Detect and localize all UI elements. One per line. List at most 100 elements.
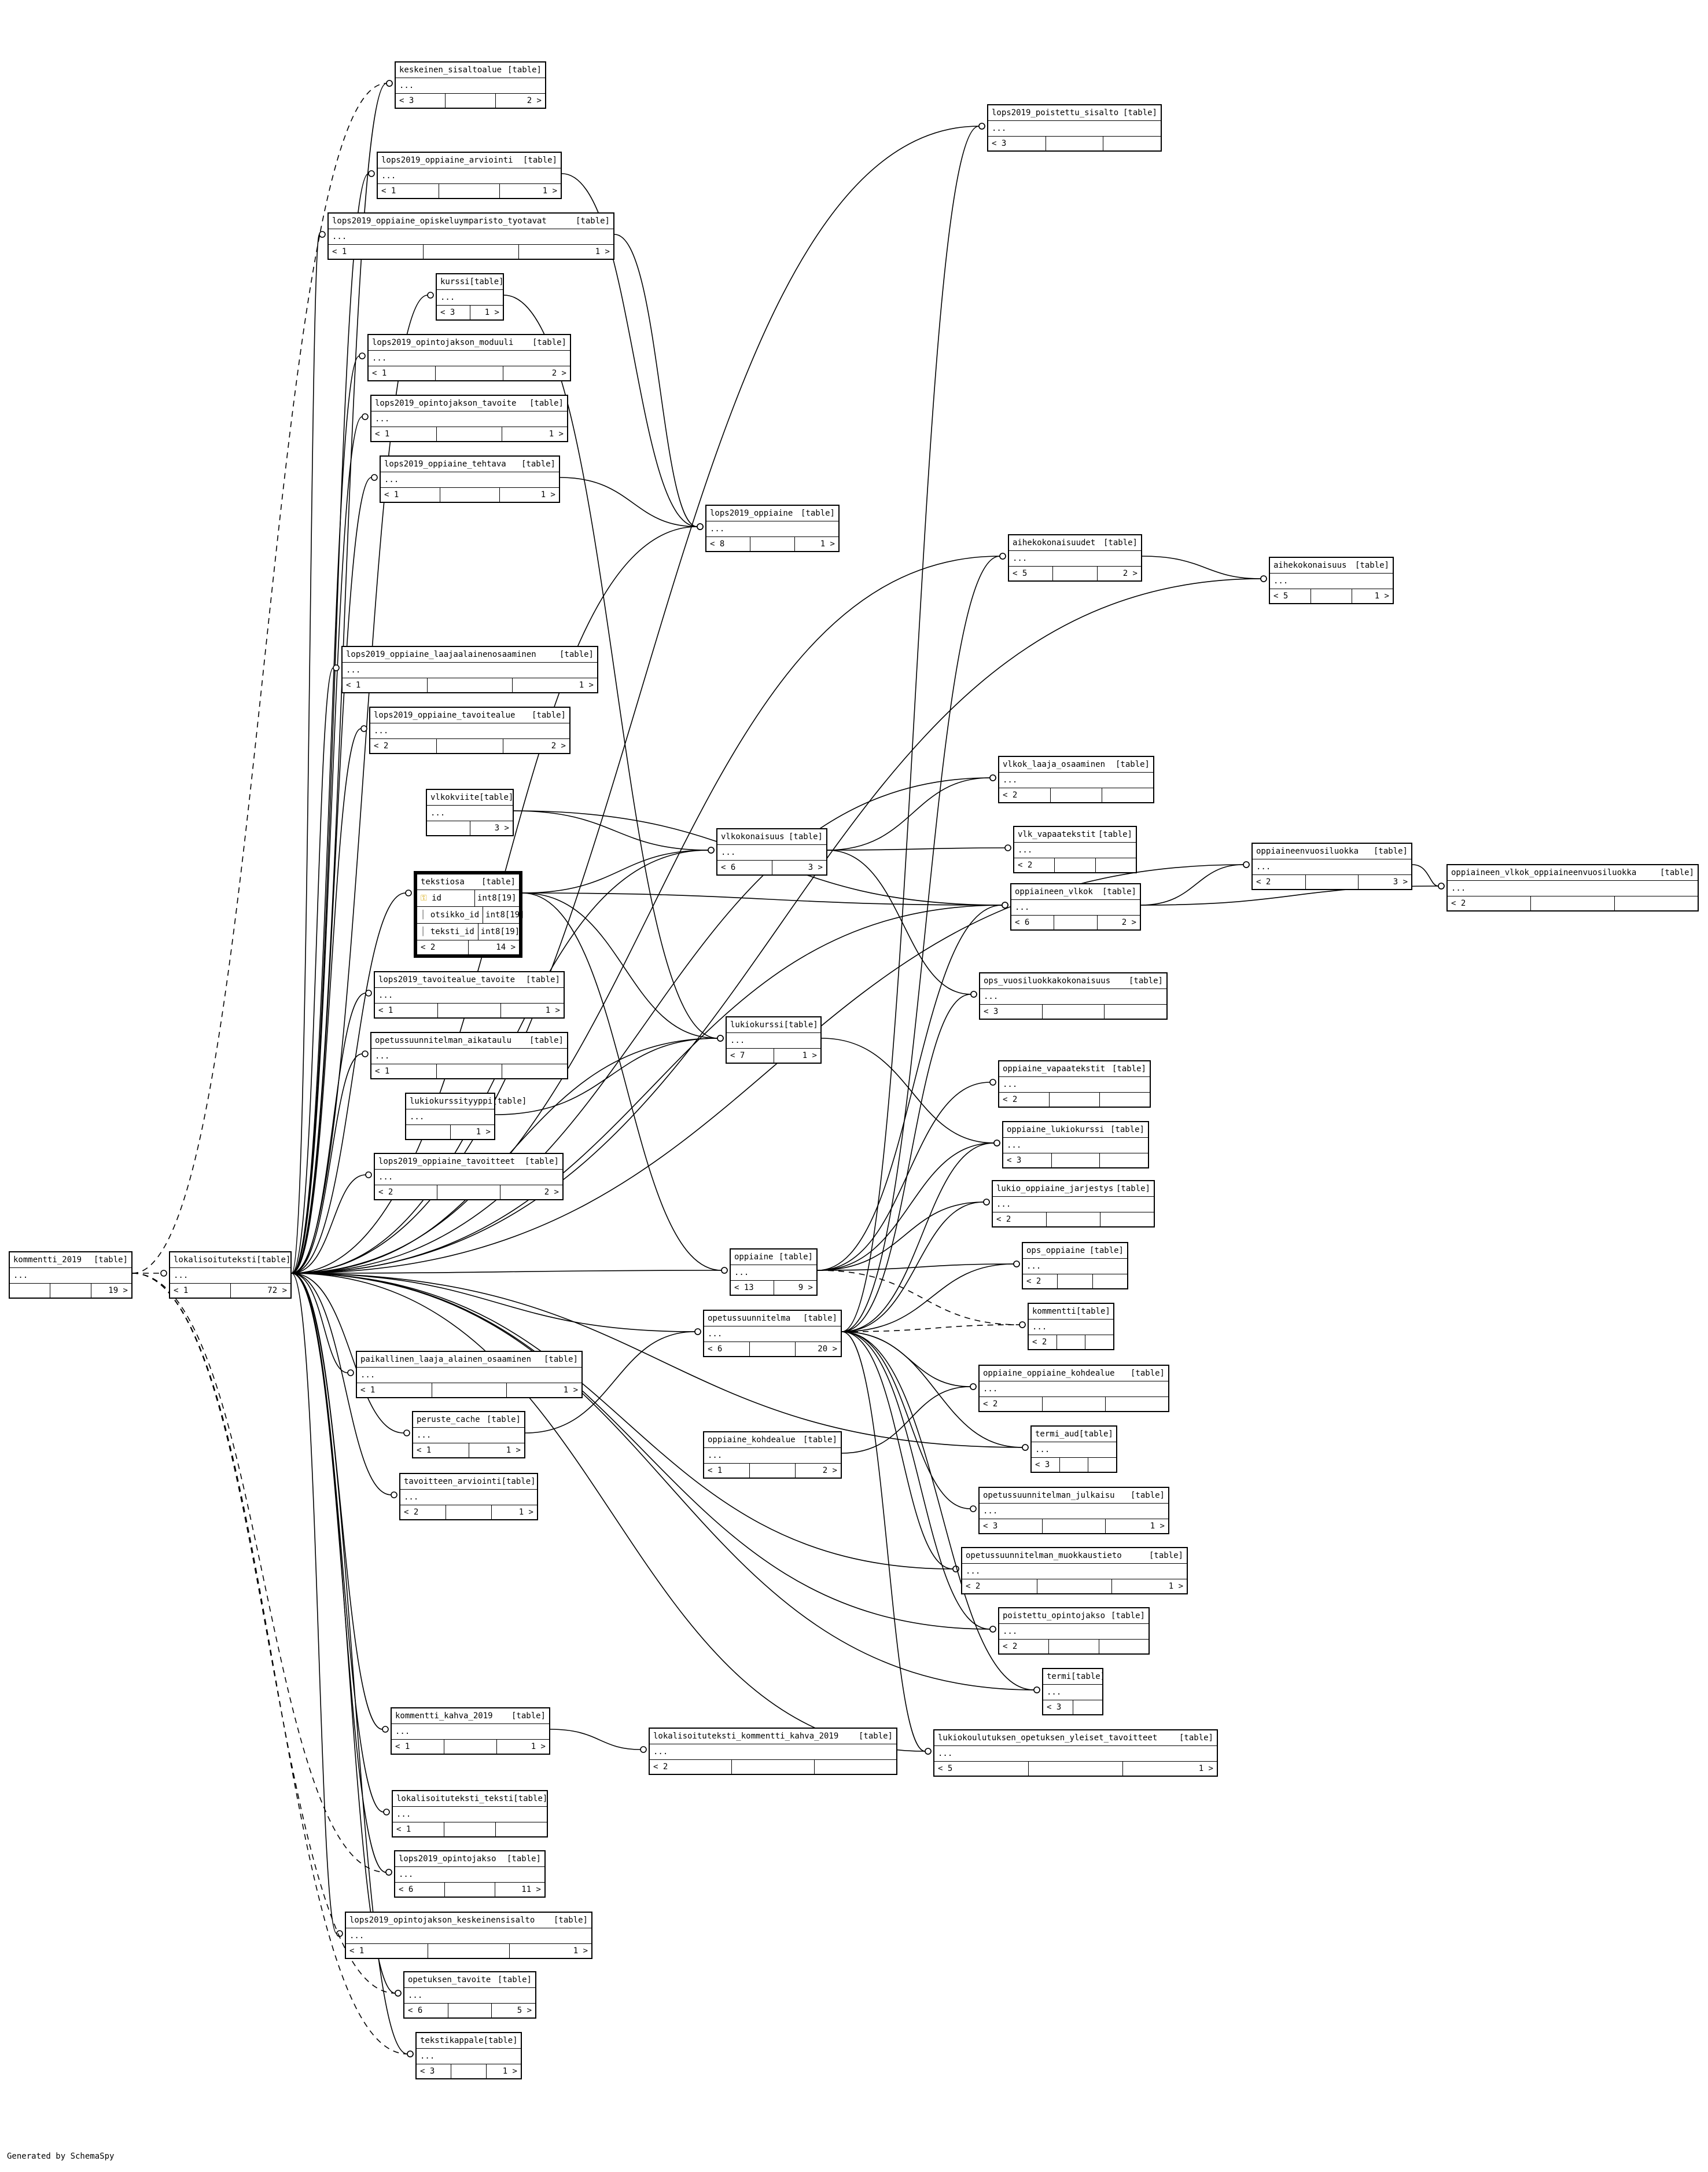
- columns-collapsed-row[interactable]: ...: [706, 521, 838, 537]
- table-lokalisoituteksti_teksti[interactable]: lokalisoituteksti_teksti[table]...< 1: [392, 1790, 548, 1837]
- columns-collapsed-row[interactable]: ...: [704, 1326, 841, 1342]
- footer-cell[interactable]: < 5: [934, 1762, 1029, 1776]
- footer-cell[interactable]: [732, 1760, 815, 1774]
- table-lops2019_oppiaine_arviointi[interactable]: lops2019_oppiaine_arviointi[table]...< 1…: [377, 152, 562, 199]
- footer-cell[interactable]: [1088, 1458, 1116, 1472]
- footer-cell[interactable]: 11 >: [521, 1885, 541, 1894]
- column-row[interactable]: │ otsikko_id int8[19]: [417, 907, 525, 924]
- columns-collapsed-row[interactable]: ...: [427, 806, 513, 821]
- footer-cell[interactable]: [1049, 1640, 1099, 1653]
- footer-cell[interactable]: [1057, 1335, 1085, 1349]
- footer-cell[interactable]: [815, 1760, 896, 1774]
- footer-cell[interactable]: < 2: [999, 1093, 1050, 1107]
- footer-cell[interactable]: [502, 1064, 567, 1078]
- footer-cell[interactable]: < 1: [369, 366, 436, 380]
- footer-cell[interactable]: < 1: [392, 1740, 444, 1754]
- columns-collapsed-row[interactable]: ...: [413, 1428, 524, 1443]
- columns-collapsed-row[interactable]: ...: [437, 290, 503, 306]
- columns-collapsed-row[interactable]: ...: [980, 1381, 1168, 1397]
- footer-cell[interactable]: 19 >: [108, 1286, 128, 1295]
- footer-cell[interactable]: [496, 1822, 547, 1836]
- table-lops2019_oppiaine_opiskeluymparisto_tyotavat[interactable]: lops2019_oppiaine_opiskeluymparisto_tyot…: [327, 212, 614, 260]
- columns-collapsed-row[interactable]: ...: [371, 1049, 567, 1064]
- footer-cell[interactable]: 1 >: [1374, 591, 1389, 601]
- table-oppiaine_oppiaine_kohdealue[interactable]: oppiaine_oppiaine_kohdealue[table]...< 2: [978, 1365, 1169, 1412]
- footer-cell[interactable]: [1099, 1640, 1149, 1653]
- footer-cell[interactable]: [439, 184, 500, 198]
- footer-cell[interactable]: [1051, 788, 1102, 802]
- columns-collapsed-row[interactable]: ...: [999, 773, 1153, 788]
- footer-cell[interactable]: < 3: [437, 306, 470, 319]
- footer-cell[interactable]: [1306, 875, 1359, 889]
- footer-cell[interactable]: 1 >: [563, 1385, 579, 1395]
- child-count[interactable]: 14 >: [496, 943, 516, 952]
- footer-cell[interactable]: < 1: [371, 1064, 437, 1078]
- footer-cell[interactable]: < 2: [400, 1505, 446, 1519]
- footer-cell[interactable]: < 2: [999, 1640, 1050, 1653]
- columns-collapsed-row[interactable]: ...: [993, 1197, 1154, 1212]
- footer-cell[interactable]: 1 >: [579, 681, 594, 690]
- columns-collapsed-row[interactable]: ...: [393, 1807, 547, 1822]
- table-kommentti_2019[interactable]: kommentti_2019[table]...19 >: [9, 1251, 132, 1299]
- footer-cell[interactable]: [440, 488, 500, 502]
- columns-collapsed-row[interactable]: ...: [1043, 1685, 1102, 1700]
- footer-cell[interactable]: [406, 1125, 451, 1139]
- table-lops2019_opintojakson_tavoite[interactable]: lops2019_opintojakson_tavoite[table]...<…: [370, 395, 568, 442]
- columns-collapsed-row[interactable]: ...: [704, 1448, 841, 1464]
- footer-cell[interactable]: 2 >: [822, 1466, 837, 1475]
- footer-cell[interactable]: 9 >: [798, 1283, 813, 1292]
- footer-cell[interactable]: 72 >: [267, 1286, 287, 1295]
- footer-cell[interactable]: < 13: [731, 1281, 774, 1295]
- footer-cell[interactable]: [1096, 858, 1136, 872]
- table-opetussuunnitelman_julkaisu[interactable]: opetussuunnitelman_julkaisu[table]...< 3…: [978, 1487, 1169, 1534]
- columns-collapsed-row[interactable]: ...: [375, 988, 564, 1004]
- columns-collapsed-row[interactable]: ...: [980, 989, 1166, 1005]
- footer-cell[interactable]: [1050, 1093, 1100, 1107]
- columns-collapsed-row[interactable]: ...: [962, 1564, 1187, 1579]
- footer-cell[interactable]: [1043, 1519, 1106, 1533]
- table-lukiokurssityyppi[interactable]: lukiokurssityyppi[table]...1 >: [405, 1093, 527, 1140]
- footer-cell[interactable]: 1 >: [1198, 1764, 1213, 1773]
- table-lukio_oppiaine_jarjestys[interactable]: lukio_oppiaine_jarjestys[table]...< 2: [992, 1180, 1155, 1228]
- footer-cell[interactable]: [1047, 1212, 1100, 1226]
- footer-cell[interactable]: [445, 1883, 495, 1897]
- footer-cell[interactable]: < 2: [1029, 1335, 1057, 1349]
- table-oppiaine_vapaatekstit[interactable]: oppiaine_vapaatekstit[table]...< 2: [998, 1060, 1151, 1108]
- footer-cell[interactable]: [1615, 896, 1698, 910]
- footer-cell[interactable]: < 3: [396, 94, 446, 108]
- footer-cell[interactable]: 1 >: [542, 186, 558, 196]
- column-row[interactable]: ⚿ id int8[19]: [417, 890, 519, 907]
- columns-collapsed-row[interactable]: ...: [1009, 551, 1141, 567]
- columns-collapsed-row[interactable]: ...: [717, 845, 826, 861]
- footer-cell[interactable]: < 2: [1253, 875, 1306, 889]
- footer-cell[interactable]: 2 >: [544, 1188, 559, 1197]
- footer-cell[interactable]: [1100, 1093, 1150, 1107]
- footer-cell[interactable]: [1073, 1700, 1103, 1714]
- footer-cell[interactable]: [438, 1004, 501, 1017]
- columns-collapsed-row[interactable]: ...: [1032, 1442, 1116, 1458]
- footer-cell[interactable]: < 2: [650, 1760, 732, 1774]
- columns-collapsed-row[interactable]: ...: [1029, 1320, 1113, 1335]
- table-lops2019_oppiaine_tavoitealue[interactable]: lops2019_oppiaine_tavoitealue[table]...<…: [369, 707, 570, 754]
- columns-collapsed-row[interactable]: ...: [727, 1033, 820, 1049]
- footer-cell[interactable]: [437, 1185, 500, 1199]
- footer-cell[interactable]: [444, 1822, 496, 1836]
- footer-cell[interactable]: 1 >: [545, 1006, 560, 1015]
- footer-cell[interactable]: 1 >: [549, 429, 564, 439]
- table-ops_vuosiluokkakokonaisuus[interactable]: ops_vuosiluokkakokonaisuus[table]...< 3: [979, 972, 1168, 1020]
- footer-cell[interactable]: < 1: [393, 1822, 444, 1836]
- footer-cell[interactable]: [1060, 1458, 1088, 1472]
- footer-cell[interactable]: < 5: [1009, 567, 1054, 580]
- columns-collapsed-row[interactable]: ...: [1011, 900, 1140, 916]
- footer-cell[interactable]: [427, 821, 470, 835]
- footer-cell[interactable]: [10, 1284, 51, 1298]
- columns-collapsed-row[interactable]: ...: [375, 1170, 562, 1185]
- columns-collapsed-row[interactable]: ...: [1023, 1259, 1127, 1274]
- columns-collapsed-row[interactable]: ...: [369, 351, 570, 366]
- footer-cell[interactable]: [1102, 788, 1153, 802]
